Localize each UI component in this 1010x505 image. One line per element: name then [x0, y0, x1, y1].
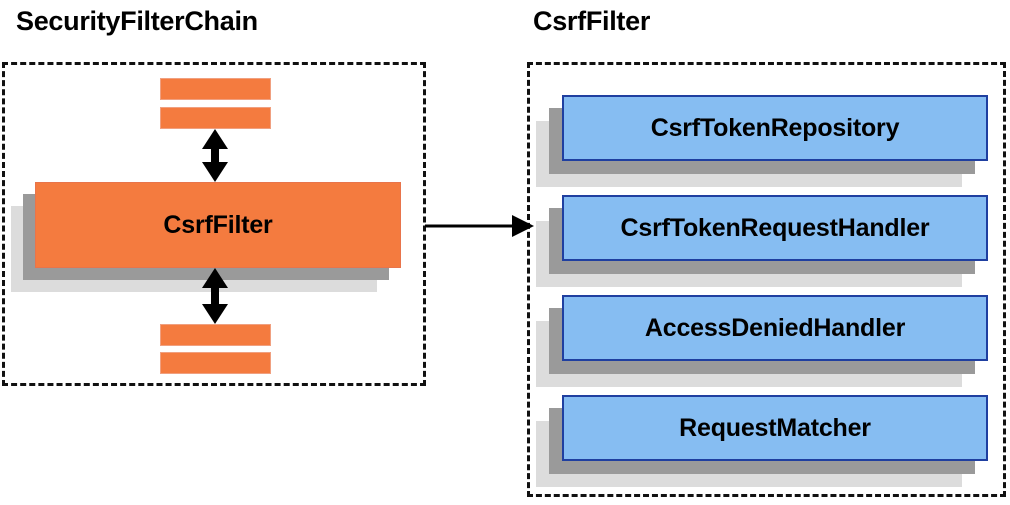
collaborator-block-label: CsrfTokenRequestHandler [620, 213, 930, 242]
filter-bar-bottom-2[interactable] [160, 352, 271, 374]
csrf-filter-block[interactable]: CsrfFilter [11, 182, 401, 292]
filter-bar-bottom-1[interactable] [160, 324, 271, 346]
collaborator-block[interactable]: RequestMatcher [536, 395, 988, 487]
collaborator-block[interactable]: CsrfTokenRequestHandler [536, 195, 988, 287]
block-face: CsrfTokenRepository [562, 95, 988, 161]
collaborator-block-label: RequestMatcher [679, 413, 871, 442]
panel-title-csrf-filter: CsrfFilter [533, 6, 651, 36]
block-face: RequestMatcher [562, 395, 988, 461]
filter-bar-top-1[interactable] [160, 78, 271, 100]
block-face: CsrfTokenRequestHandler [562, 195, 988, 261]
block-face: CsrfFilter [35, 182, 401, 268]
collaborator-block-label: CsrfTokenRepository [650, 113, 900, 142]
collaborator-block[interactable]: CsrfTokenRepository [536, 95, 988, 187]
panel-title-security-filter-chain: SecurityFilterChain [16, 6, 258, 36]
filter-bar-top-2[interactable] [160, 107, 271, 129]
block-face: AccessDeniedHandler [562, 295, 988, 361]
collaborator-block[interactable]: AccessDeniedHandler [536, 295, 988, 387]
collaborator-block-label: AccessDeniedHandler [644, 313, 906, 342]
dashed-container-security-filter-chain [2, 62, 426, 386]
csrf-filter-block-label: CsrfFilter [163, 210, 273, 239]
dashed-container-csrf-filter [527, 62, 1006, 497]
